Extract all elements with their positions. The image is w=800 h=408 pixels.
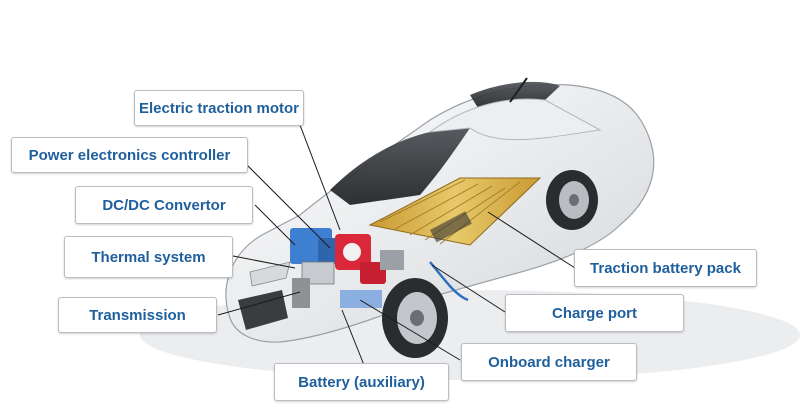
label-thermal-system: Thermal system: [64, 236, 233, 278]
label-transmission: Transmission: [58, 297, 217, 333]
headlight: [249, 261, 291, 287]
label-onboard-charger: Onboard charger: [461, 343, 637, 381]
front-wheel: [382, 278, 448, 358]
label-battery-auxiliary: Battery (auxiliary): [274, 363, 449, 401]
traction-battery-pack-graphic: [368, 177, 542, 246]
roof-frame: [428, 98, 602, 141]
label-charge-port: Charge port: [505, 294, 684, 332]
label-electric-traction-motor: Electric traction motor: [134, 90, 304, 126]
label-dc-dc-convertor: DC/DC Convertor: [75, 186, 253, 224]
rear-wheel: [546, 170, 598, 230]
label-traction-battery-pack: Traction battery pack: [574, 249, 757, 287]
engine-bay-components: [290, 228, 404, 308]
front-grille: [238, 290, 288, 330]
label-power-electronics-controller: Power electronics controller: [11, 137, 248, 173]
leader-lines: [217, 124, 576, 381]
antenna: [509, 77, 528, 103]
windshield: [330, 128, 470, 205]
